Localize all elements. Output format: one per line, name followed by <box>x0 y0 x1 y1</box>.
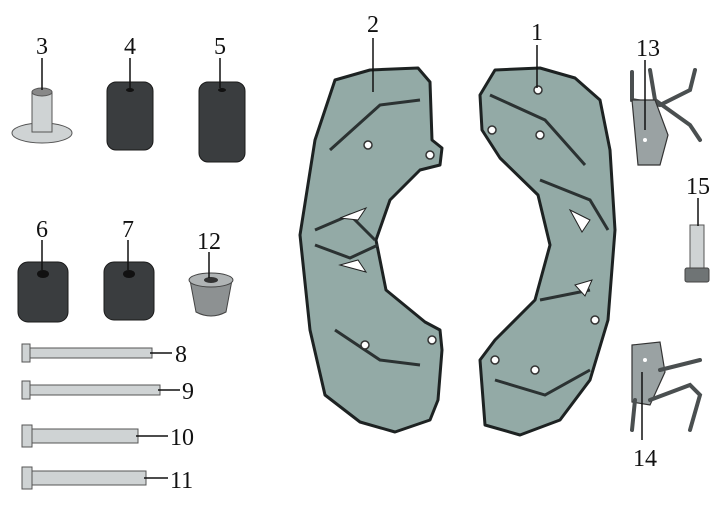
part-3-flanged-bushing <box>11 87 73 144</box>
part-9-bolt <box>21 380 161 400</box>
callout-12: 12 <box>197 229 221 255</box>
callout-3: 3 <box>36 34 48 60</box>
part-6-rubber-block <box>17 261 69 323</box>
part-7-rubber-block <box>103 261 155 321</box>
callout-4: 4 <box>124 34 136 60</box>
callout-6: 6 <box>36 217 48 243</box>
part-1-guard-plate <box>478 66 617 437</box>
callout-9: 9 <box>182 379 194 405</box>
part-10-bolt <box>21 424 139 448</box>
callout-2: 2 <box>367 12 379 38</box>
callout-10: 10 <box>170 425 194 451</box>
part-4-rubber-block <box>106 81 154 151</box>
callout-14: 14 <box>633 446 657 472</box>
part-5-rubber-block <box>198 81 246 163</box>
callout-11: 11 <box>170 468 193 494</box>
part-14-bracket <box>630 341 703 432</box>
part-13-bracket <box>630 68 702 166</box>
callout-15: 15 <box>686 174 710 200</box>
callout-8: 8 <box>175 342 187 368</box>
callout-7: 7 <box>122 217 134 243</box>
callout-5: 5 <box>214 34 226 60</box>
part-15-flange-bolt <box>684 224 710 283</box>
part-11-bolt <box>21 466 147 490</box>
part-2-guard-plate <box>298 66 444 434</box>
part-8-bolt <box>21 343 153 363</box>
part-12-grommet <box>188 272 234 317</box>
callout-1: 1 <box>531 20 543 46</box>
callout-13: 13 <box>636 36 660 62</box>
leader-lines <box>41 38 699 479</box>
